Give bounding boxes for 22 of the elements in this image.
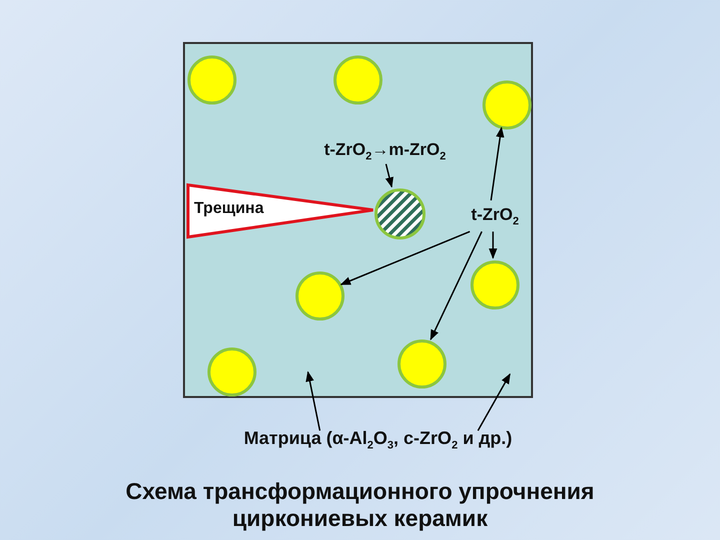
particle-circle (470, 260, 520, 310)
leader-line (306, 370, 321, 431)
phase-label: t-ZrO$_{2}$ (455, 205, 535, 231)
crack-label: Трещина (194, 200, 264, 218)
particle-circle (397, 339, 447, 389)
arrow (488, 232, 498, 260)
phase-label: t-ZrO$_{2}$→m-ZrO$_{2}$ (285, 140, 485, 166)
hatched-particle (374, 188, 426, 240)
arrow (490, 126, 504, 200)
leader-line (477, 373, 511, 431)
particle-circle (295, 271, 345, 321)
arrow (385, 164, 394, 188)
matrix-box (183, 42, 533, 398)
arrow (340, 230, 470, 286)
crack-wedge (186, 182, 376, 240)
particle-circle (482, 80, 532, 130)
matrix-label: Матрица (α-Al$_{2}$O$_{3}$, c-ZrO$_{2}$ и др.) (188, 428, 568, 454)
particle-circle (333, 55, 383, 105)
caption: Схема трансформационного упрочнения циркониевых керамик (124, 478, 596, 532)
arrow (430, 231, 482, 340)
particle-circle (207, 347, 257, 397)
particle-circle (187, 55, 237, 105)
